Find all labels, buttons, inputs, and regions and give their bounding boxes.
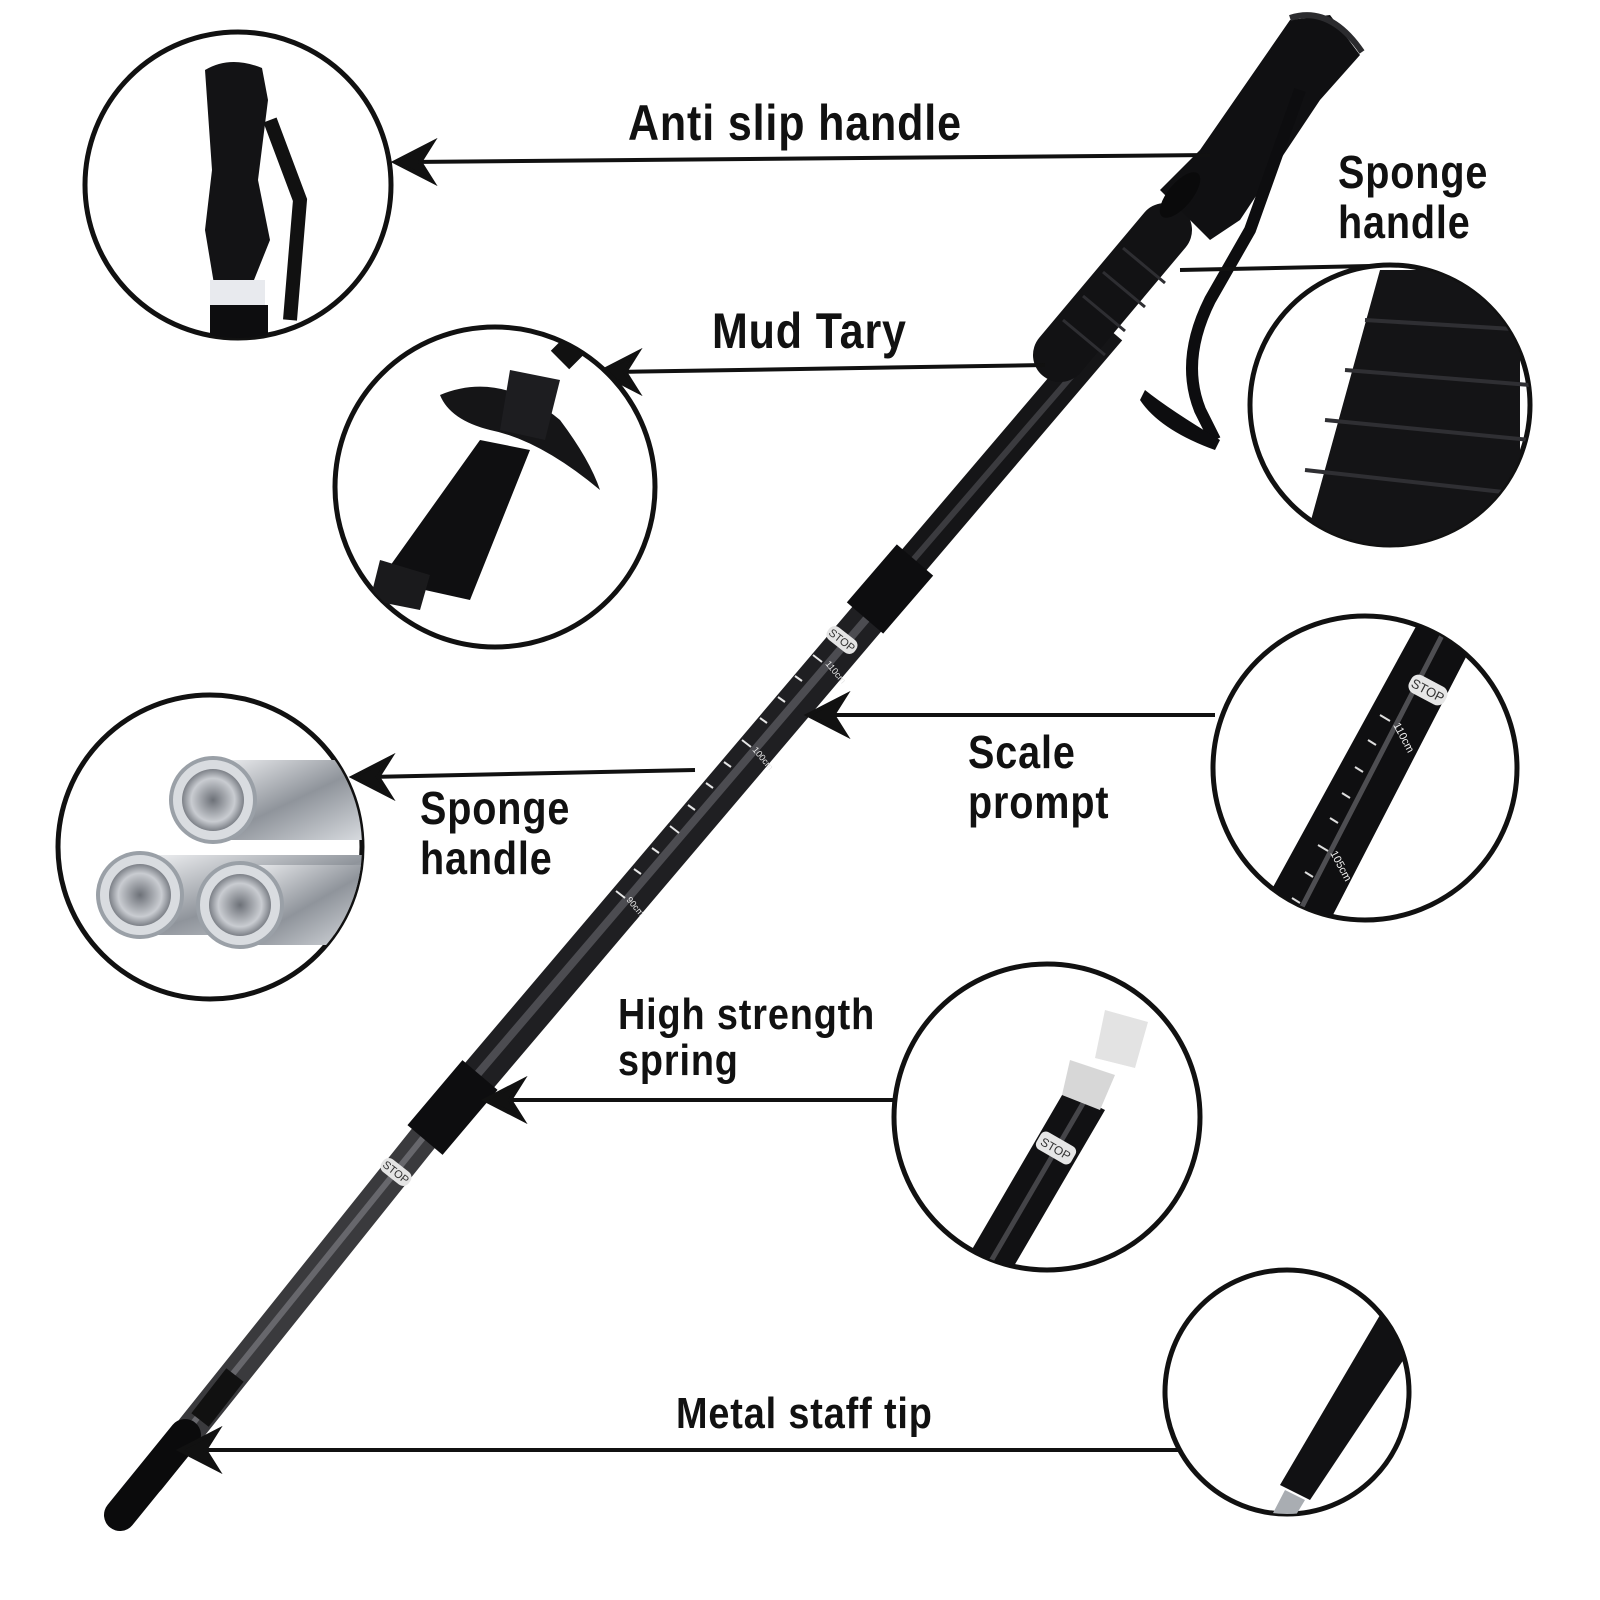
label-line: spring [618, 1036, 739, 1086]
label-mud-tray: Mud Tary [712, 304, 907, 358]
label-line: Mud Tary [712, 303, 907, 359]
detail-anti-slip-handle [82, 29, 394, 341]
label-line: High strength [618, 990, 876, 1039]
detail-sponge-handle [1247, 262, 1533, 548]
label-line: Metal staff tip [676, 1389, 933, 1438]
detail-scale-prompt: STOP 110cm 105cm [1210, 613, 1520, 923]
detail-spring-lock: STOP [891, 961, 1203, 1273]
label-line: Sponge [420, 782, 571, 834]
label-scale-prompt: Scale prompt [968, 726, 1110, 828]
label-line: prompt [968, 775, 1110, 828]
label-line: handle [1338, 195, 1471, 248]
detail-metal-tip [1162, 1267, 1412, 1517]
label-sponge-handle-right: Sponge handle [1338, 146, 1489, 248]
label-metal-staff-tip: Metal staff tip [676, 1390, 933, 1438]
label-line: handle [420, 831, 553, 884]
detail-mud-tray [332, 324, 658, 650]
label-line: Scale [968, 726, 1076, 778]
label-sponge-handle-left: Sponge handle [420, 782, 571, 884]
trekking-pole: 110cm 100cm 90cm STOP STOP [104, 12, 1365, 1531]
label-line: Anti slip handle [628, 95, 962, 151]
label-high-strength-spring: High strength spring [618, 990, 876, 1086]
callout-arrows [175, 137, 1371, 1475]
detail-aluminum-tubes [55, 692, 365, 1002]
label-anti-slip-handle: Anti slip handle [628, 96, 962, 150]
label-line: Sponge [1338, 146, 1489, 198]
